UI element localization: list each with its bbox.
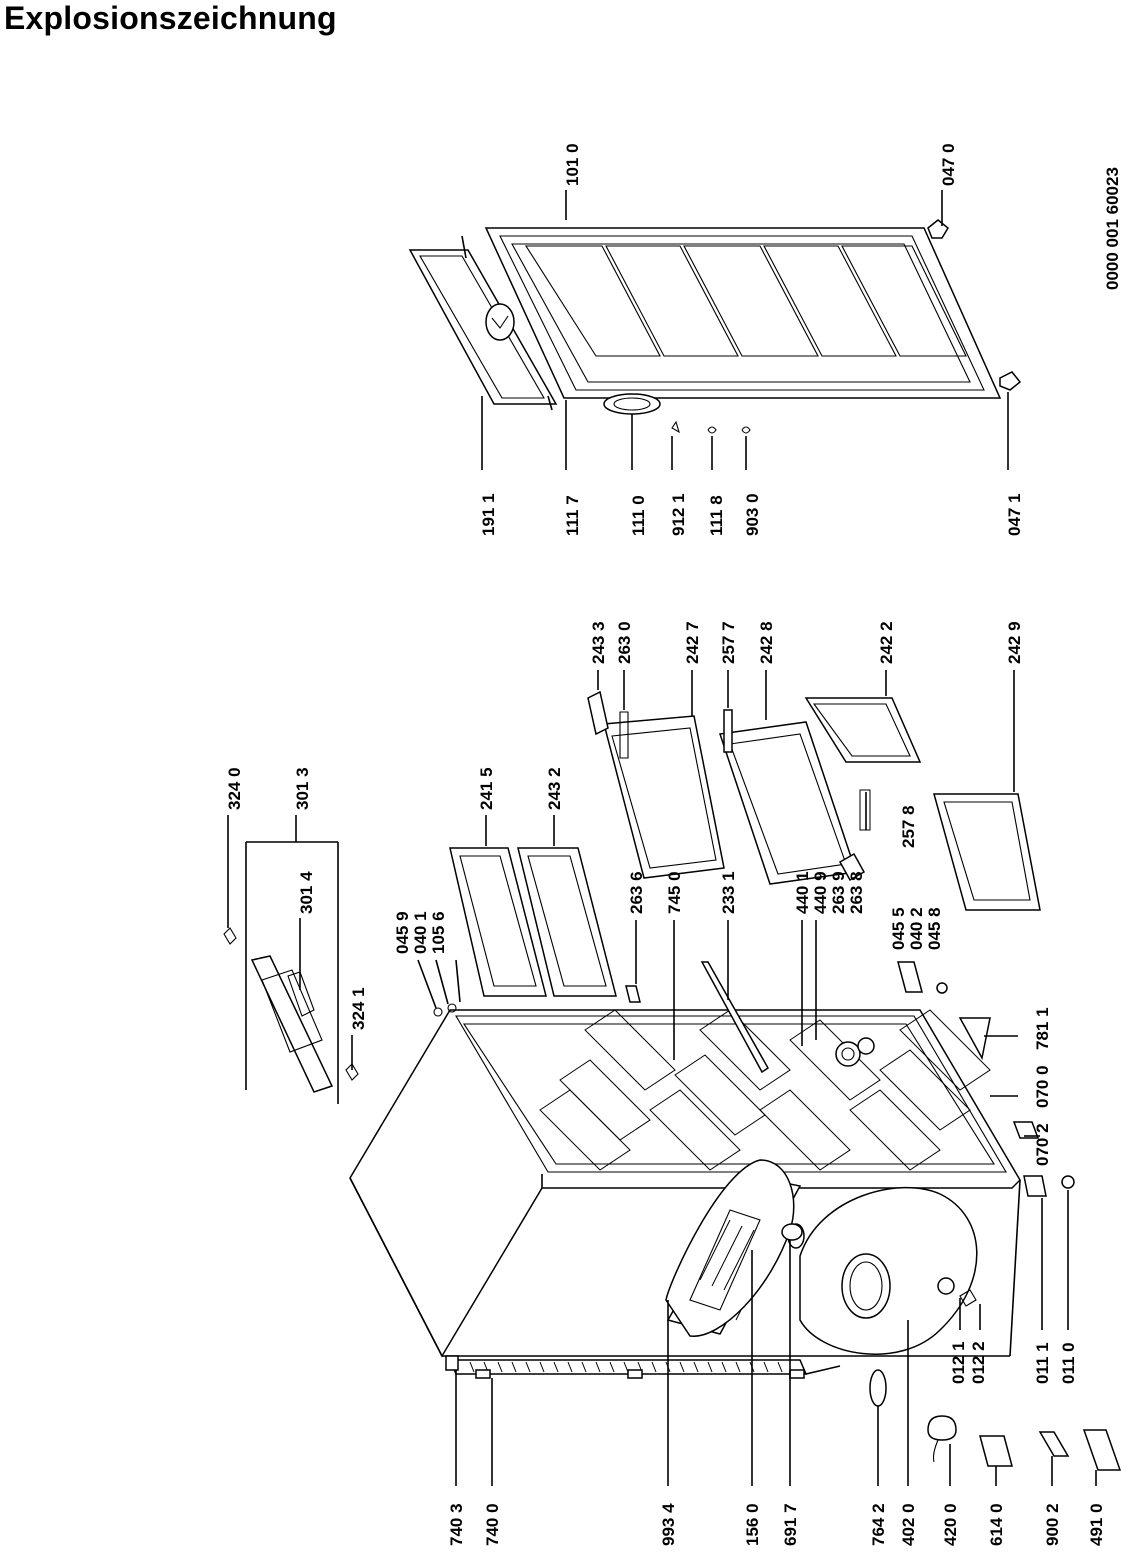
callout-045-5: 045 5 bbox=[889, 907, 908, 950]
bottom-hinge bbox=[999, 371, 1022, 391]
callout-242-2: 242 2 bbox=[877, 621, 896, 664]
door-leader-lines bbox=[481, 190, 1009, 470]
callout-301-3: 301 3 bbox=[293, 767, 312, 810]
callout-242-8: 242 8 bbox=[757, 621, 776, 664]
callout-491-0: 491 0 bbox=[1087, 1503, 1106, 1546]
center-leader-lines bbox=[417, 670, 1097, 1486]
part-764-2 bbox=[869, 1369, 887, 1407]
callout-012-1: 012 1 bbox=[949, 1341, 968, 1384]
compressor bbox=[841, 1253, 891, 1319]
callout-745-0: 745 0 bbox=[665, 871, 684, 914]
callout-045-9: 045 9 bbox=[393, 911, 412, 954]
fan-440-1 bbox=[835, 1041, 861, 1067]
callout-263-0: 263 0 bbox=[615, 621, 634, 664]
callout-011-1: 011 1 bbox=[1033, 1342, 1052, 1384]
page-title: Explosionszeichnung bbox=[4, 0, 337, 36]
callout-111-0: 111 0 bbox=[629, 495, 648, 536]
top-bracket-assembly bbox=[223, 815, 359, 1104]
shelf-243-2 bbox=[517, 847, 617, 997]
callout-242-7: 242 7 bbox=[683, 621, 702, 664]
callout-191-1: 191 1 bbox=[479, 493, 498, 536]
foot-740-3 bbox=[445, 1355, 459, 1371]
inner-baskets bbox=[539, 1009, 991, 1171]
callout-241-5: 241 5 bbox=[477, 767, 496, 810]
door-handle bbox=[603, 393, 661, 415]
callout-740-3: 740 3 bbox=[447, 1503, 466, 1546]
part-491-0 bbox=[1082, 1429, 1122, 1471]
drawer-lid-242-2 bbox=[804, 697, 922, 763]
callout-047-1: 047 1 bbox=[1005, 493, 1024, 536]
shelf-241-5 bbox=[449, 847, 547, 997]
rail-243-3 bbox=[587, 690, 609, 736]
top-rail bbox=[250, 955, 334, 1093]
callout-242-9: 242 9 bbox=[1005, 621, 1024, 664]
callout-993-4: 993 4 bbox=[659, 1503, 678, 1546]
callout-070-0: 070 0 bbox=[1033, 1065, 1052, 1108]
part-420-0 bbox=[927, 1415, 957, 1441]
part-900-2 bbox=[1038, 1431, 1070, 1457]
callout-614-0: 614 0 bbox=[987, 1503, 1006, 1546]
clip-324-0 bbox=[223, 927, 237, 945]
callout-900-2: 900 2 bbox=[1043, 1503, 1062, 1546]
callout-243-3: 243 3 bbox=[589, 621, 608, 664]
callout-257-8: 257 8 bbox=[899, 805, 918, 848]
control-panel-993-4 bbox=[665, 1159, 795, 1337]
clip-324-1 bbox=[345, 1063, 359, 1081]
callout-070-2: 070 2 bbox=[1033, 1123, 1052, 1166]
drawing-number: 0000 001 60023 bbox=[1103, 167, 1122, 290]
callout-301-4: 301 4 bbox=[297, 871, 316, 914]
compressor-area bbox=[799, 1186, 978, 1355]
callout-420-0: 420 0 bbox=[941, 1503, 960, 1546]
callout-691-7: 691 7 bbox=[781, 1503, 800, 1546]
callout-903-0: 903 0 bbox=[743, 493, 762, 536]
drawer-242-7 bbox=[603, 715, 725, 879]
callout-324-0: 324 0 bbox=[225, 767, 244, 810]
callout-764-2: 764 2 bbox=[869, 1503, 888, 1546]
callout-012-2: 012 2 bbox=[969, 1341, 988, 1384]
callout-233-1: 233 1 bbox=[719, 871, 738, 914]
part-011-1 bbox=[1023, 1175, 1047, 1197]
door-panel bbox=[484, 227, 1002, 399]
cabinet-outer bbox=[349, 1009, 1021, 1358]
callout-045-8: 045 8 bbox=[925, 907, 944, 950]
callout-011-0: 011 0 bbox=[1059, 1342, 1078, 1384]
callout-263-9: 263 9 bbox=[829, 871, 848, 914]
callout-labels: 101 0 047 0 0000 001 60023 191 1 111 7 1… bbox=[225, 143, 1122, 1546]
door-assembly bbox=[408, 219, 1022, 434]
callout-263-6: 263 6 bbox=[627, 871, 646, 914]
callout-243-2: 243 2 bbox=[545, 767, 564, 810]
callout-047-0: 047 0 bbox=[939, 143, 958, 186]
callout-257-7: 257 7 bbox=[719, 621, 738, 664]
top-hinge bbox=[927, 219, 949, 239]
door-gasket bbox=[408, 249, 558, 405]
callout-440-1: 440 1 bbox=[793, 871, 812, 914]
drawer-242-9 bbox=[933, 793, 1041, 911]
callout-111-7: 111 7 bbox=[563, 495, 582, 536]
callout-105-6: 105 6 bbox=[429, 911, 448, 954]
callout-040-2: 040 2 bbox=[907, 907, 926, 950]
callout-912-1: 912 1 bbox=[669, 493, 688, 536]
door-handle-logo bbox=[485, 303, 515, 341]
shelves-and-drawers bbox=[433, 690, 1122, 1471]
part-614-0 bbox=[979, 1435, 1013, 1467]
callout-740-0: 740 0 bbox=[483, 1503, 502, 1546]
callout-402-0: 402 0 bbox=[899, 1503, 918, 1546]
callout-263-8: 263 8 bbox=[847, 871, 866, 914]
bar-233-1 bbox=[700, 961, 769, 1074]
callout-040-1: 040 1 bbox=[411, 911, 430, 954]
callout-781-1: 781 1 bbox=[1033, 1007, 1052, 1050]
callout-440-9: 440 9 bbox=[811, 871, 830, 914]
callout-156-0: 156 0 bbox=[743, 1503, 762, 1546]
callout-324-1: 324 1 bbox=[349, 987, 368, 1030]
callout-101-0: 101 0 bbox=[563, 143, 582, 186]
callout-111-8: 111 8 bbox=[707, 495, 726, 536]
part-781-1 bbox=[958, 1017, 991, 1061]
